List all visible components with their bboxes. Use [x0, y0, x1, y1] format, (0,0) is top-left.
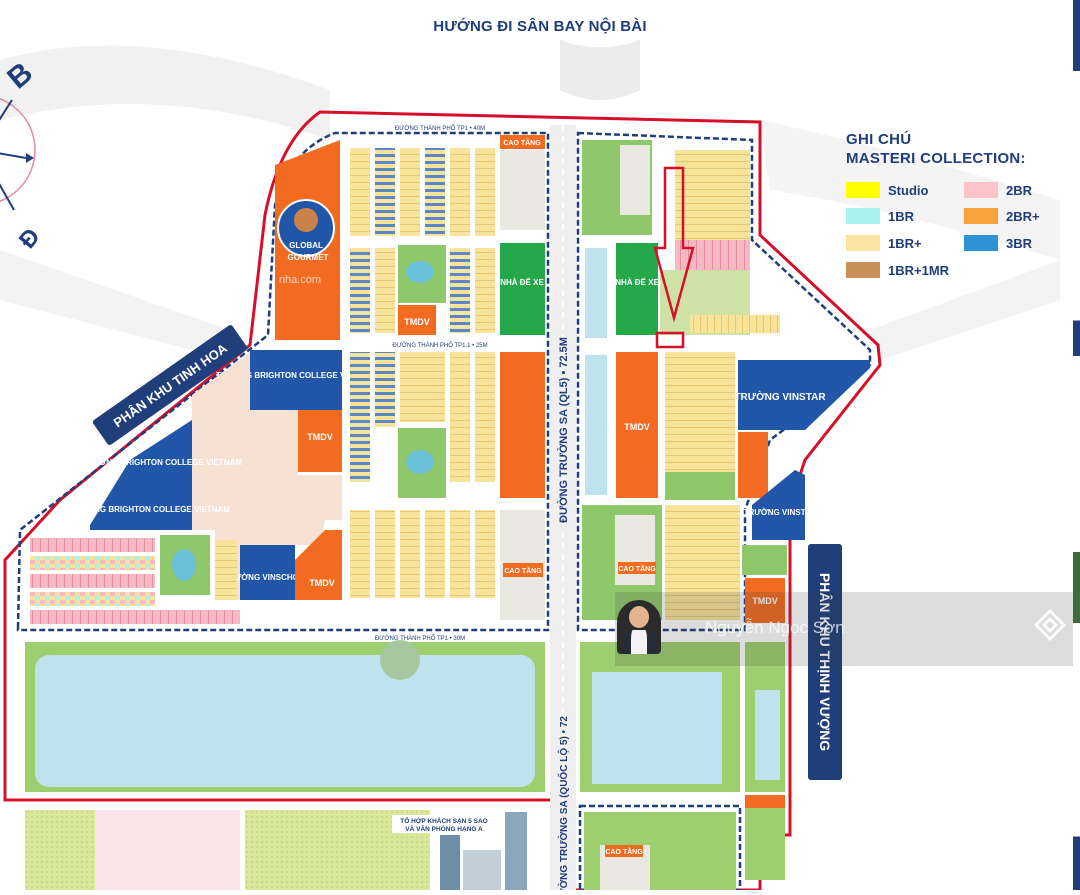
- legend-item-1br-1mr: 1BR+1MR: [846, 262, 949, 278]
- tmdv-block-3: [500, 352, 545, 498]
- main-road-label: ĐƯỜNG TRƯỜNG SA (QL5) • 72.5M: [557, 337, 570, 523]
- cao-tang-label-4: CAO TẦNG: [605, 846, 643, 856]
- lake-south-west: [35, 655, 535, 787]
- compass-east-arrow-icon: [26, 153, 34, 163]
- legend-label: 1BR: [888, 208, 915, 224]
- legend-swatch: [846, 235, 880, 251]
- brighton-label-b: TRƯỜNG BRIGHTON COLLEGE VIETNAM: [82, 458, 242, 467]
- airport-direction-label: HƯỚNG ĐI SÂN BAY NỘI BÀI: [433, 18, 647, 35]
- lake-east-2: [585, 355, 607, 495]
- hotel-label-box: [392, 815, 497, 833]
- cao-tang-block-1: [500, 150, 545, 230]
- brighton-block-b: [90, 420, 192, 530]
- lake-south-east: [592, 672, 722, 784]
- legend-item-1br-plus: 1BR+: [846, 235, 922, 251]
- legend-title-1: GHI CHÚ: [846, 131, 912, 148]
- legend-swatch: [846, 208, 880, 224]
- legend-label: Studio: [888, 182, 929, 198]
- apartment-blocks-sw: [30, 538, 240, 624]
- legend-item-studio: Studio: [846, 182, 928, 198]
- parking-label-1: NHÀ ĐỂ XE: [500, 278, 544, 287]
- vinstar-label-2: TRƯỜNG VINSTAR: [744, 508, 817, 517]
- zone-right-label: PHÂN KHU THỊNH VƯỢNG: [817, 573, 834, 751]
- vinstar-block-2: [752, 470, 805, 540]
- tmdv-block-5: [616, 352, 658, 498]
- legend-title-2: MASTERI COLLECTION:: [846, 150, 1026, 167]
- location-marker: [655, 331, 685, 349]
- legend-swatch: [964, 208, 998, 224]
- parking-block-1: [500, 243, 545, 335]
- vinstar-block-1: [738, 360, 870, 430]
- villa-blocks-west-low: [350, 510, 495, 598]
- legend-label: 1BR+: [888, 235, 922, 251]
- layers-icon[interactable]: [1030, 605, 1070, 645]
- cao-tang-label-2: CAO TẦNG: [504, 565, 542, 575]
- global-gourmet-label-2: GOURMET: [288, 253, 329, 262]
- hotel-tower-2: [505, 812, 527, 890]
- villa-blocks-east-low: [665, 505, 740, 620]
- tmdv-block-1: [398, 305, 436, 335]
- parking-block-2: [616, 243, 658, 335]
- pink-lot: [95, 810, 240, 890]
- main-road-label-lower: ĐƯỜNG TRƯỜNG SA (QUỐC LỘ 5) • 72: [556, 716, 570, 890]
- tmdv-label-7: TMDV: [752, 596, 778, 606]
- villa-blocks-west-mid: [350, 352, 495, 482]
- villa-blocks-east-mid: [665, 352, 735, 472]
- location-arrow: [653, 166, 695, 323]
- tmdv-block-2: [298, 410, 342, 472]
- empty-lot: [192, 352, 342, 600]
- road-label-25m: ĐƯỜNG THÀNH PHỐ TP1.1 • 25M: [392, 342, 487, 349]
- legend-swatch: [846, 262, 880, 278]
- parking-label-2: NHÀ ĐỂ XE: [615, 278, 659, 287]
- cao-tang-label-1: CAO TẦNG: [503, 137, 541, 147]
- road-label-40m: ĐƯỜNG THÀNH PHỐ TP1 • 40M: [395, 125, 485, 132]
- watermark-band: [615, 592, 1080, 666]
- tmdv-block-6: [738, 432, 768, 498]
- brighton-label-c: TRƯỜNG BRIGHTON COLLEGE VIETNAM: [70, 505, 230, 514]
- vinschool-block: [240, 545, 295, 600]
- right-edge-strip: [1073, 0, 1080, 890]
- legend-swatch: [964, 182, 998, 198]
- legend-swatch: [846, 182, 880, 198]
- legend-item-2br: 2BR: [964, 182, 1032, 198]
- hotel-label-1: TỔ HỢP KHÁCH SẠN 5 SAO: [400, 816, 487, 825]
- tmdv-label-4: TMDV: [309, 578, 335, 588]
- hotel-tower-1: [440, 835, 460, 890]
- legend-label: 1BR+1MR: [888, 262, 950, 278]
- grass-lot-1: [25, 810, 95, 890]
- tmdv-label-1: TMDV: [404, 317, 430, 327]
- zone-right-badge: PHÂN KHU THỊNH VƯỢNG: [808, 544, 842, 780]
- legend-item-1br: 1BR: [846, 208, 914, 224]
- cao-tang-label-3: CAO TẦNG: [618, 563, 656, 573]
- avatar: [617, 600, 661, 654]
- villa-blocks-west-top: [350, 148, 495, 333]
- main-road: [550, 125, 576, 890]
- vinschool-label: TRƯỜNG VINSCHOOL: [224, 573, 310, 582]
- global-gourmet-label-1: GLOBAL: [289, 241, 323, 250]
- legend-item-2br-plus: 2BR+: [964, 208, 1040, 224]
- road-label-30m: ĐƯỜNG THÀNH PHỐ TP1 • 30M: [375, 635, 465, 642]
- tmdv-label-2: TMDV: [307, 432, 333, 442]
- tmdv-block-7: [745, 578, 785, 623]
- legend-label: 2BR+: [1006, 208, 1040, 224]
- legend: GHI CHÚ MASTERI COLLECTION: Studio 2BR 1…: [846, 130, 1046, 278]
- site-watermark: nha.com: [279, 274, 321, 286]
- vinstar-label-1: TRƯỜNG VINSTAR: [734, 390, 826, 403]
- hotel-label-2: VÀ VĂN PHÒNG HẠNG A: [405, 824, 483, 833]
- brighton-block-a: [250, 350, 342, 410]
- legend-swatch: [964, 235, 998, 251]
- tmdv-label-5: TMDV: [624, 422, 650, 432]
- villa-blocks-east-top: [675, 150, 750, 270]
- legend-label: 2BR: [1006, 182, 1033, 198]
- legend-label: 3BR: [1006, 235, 1033, 251]
- watermark-name: Nguyễn Ngọc Sơn: [705, 618, 845, 637]
- lake-east-1: [585, 248, 607, 338]
- brighton-label-a: TRƯỜNG BRIGHTON COLLEGE VIETNAM: [216, 371, 376, 380]
- tmdv-block-4: [295, 530, 342, 600]
- legend-item-3br: 3BR: [964, 235, 1032, 251]
